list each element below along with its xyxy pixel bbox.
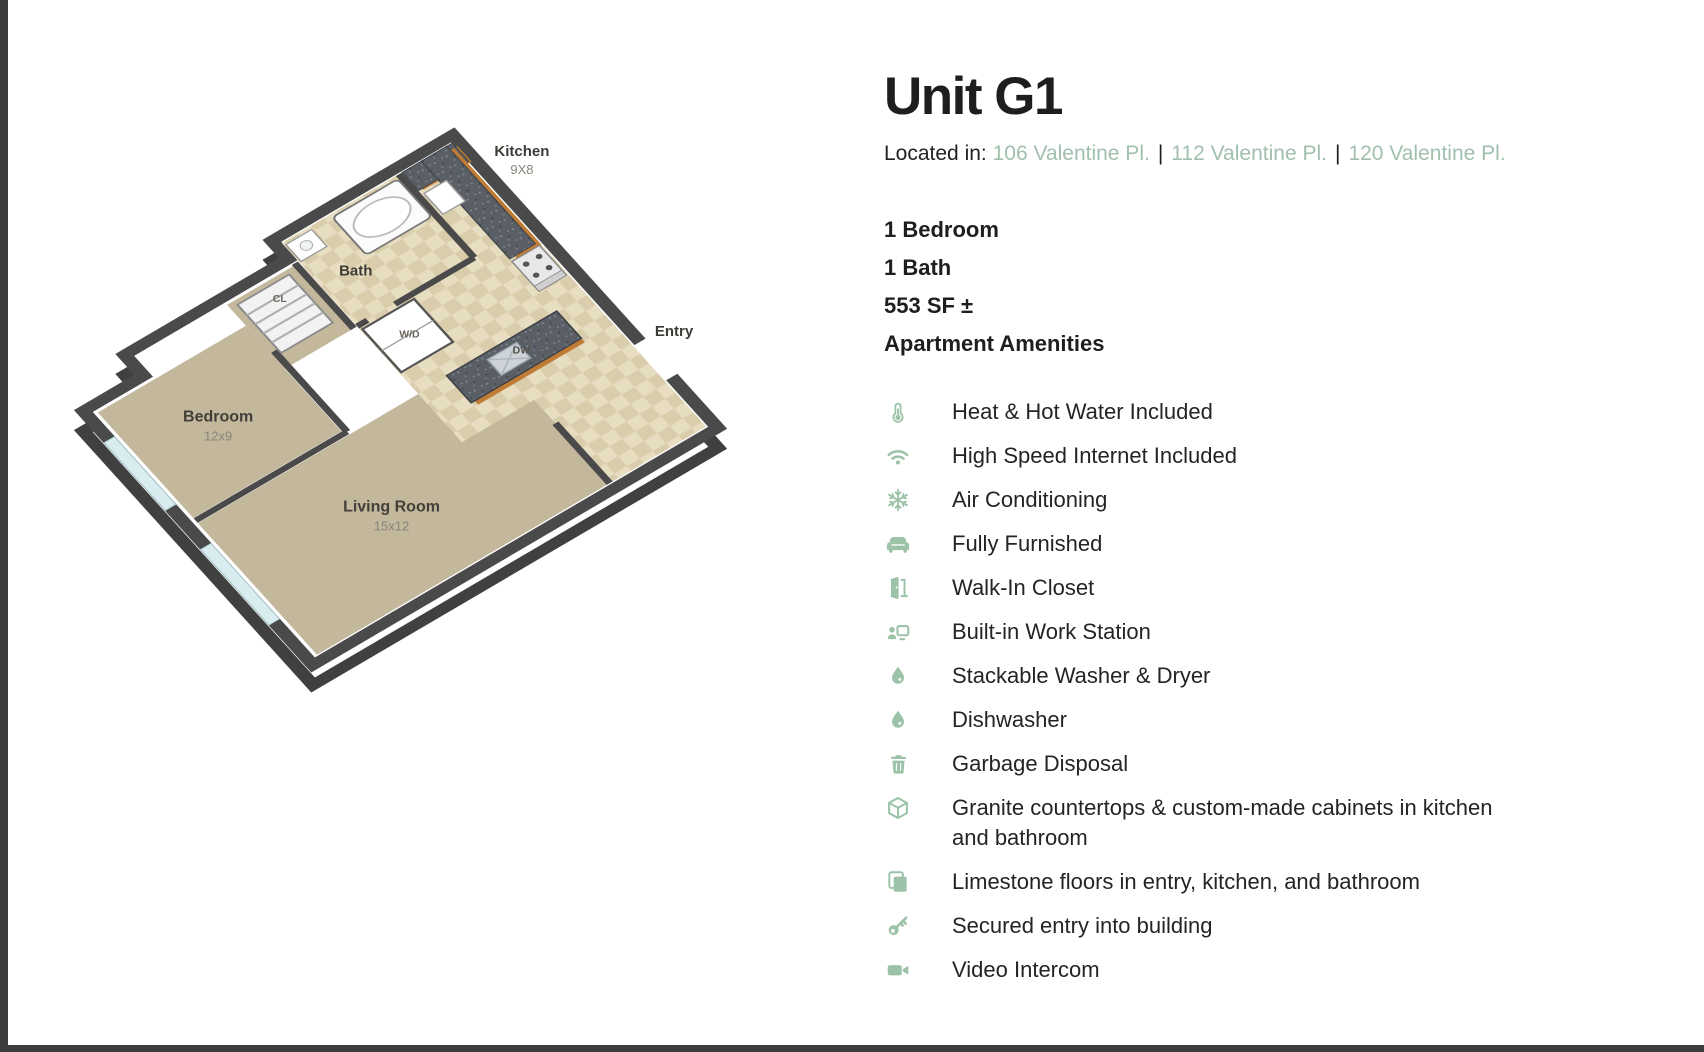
location-link-2[interactable]: 112 Valentine Pl. (1171, 142, 1327, 165)
bath-sink (284, 228, 329, 263)
kitchen-label: Kitchen (494, 143, 549, 160)
kitchen-counters (401, 142, 542, 260)
kitchen-dims: 9X8 (510, 162, 533, 177)
closet-door-icon (884, 573, 912, 603)
detail-square-feet: 553 SF ± (884, 293, 974, 318)
amenity-item: Granite countertops & custom-made cabine… (884, 786, 1564, 860)
detail-baths: 1 Bath (884, 255, 952, 280)
room-label-dishwasher: DW (513, 345, 531, 357)
amenity-label: Dishwasher (952, 707, 1067, 732)
bedroom-dims: 12x9 (204, 429, 232, 444)
wifi-icon (884, 441, 912, 471)
room-label-living: Living Room 15x12 (343, 498, 440, 533)
trash-icon (884, 749, 912, 779)
amenity-label: Garbage Disposal (952, 751, 1129, 776)
droplet-icon (884, 705, 912, 735)
cube-icon (884, 793, 912, 823)
detail-bedrooms: 1 Bedroom (884, 217, 999, 242)
closet-label: CL (273, 293, 288, 305)
interior-walls (193, 172, 613, 523)
droplet-icon (884, 661, 912, 691)
entry-tile-floor (534, 343, 707, 484)
key-icon (884, 911, 912, 941)
amenity-label: Granite countertops & custom-made cabine… (952, 795, 1493, 850)
window-frame-bottom (0, 1045, 1704, 1052)
closet-shelves (236, 273, 335, 355)
layers-icon (884, 867, 912, 897)
entry-door-opening (633, 338, 678, 381)
location-link-3[interactable]: 120 Valentine Pl. (1348, 142, 1506, 165)
amenity-label: Video Intercom (952, 957, 1100, 982)
floorplan-graphic: Bedroom 12x9 Living Room 15x12 Bath Kitc… (73, 127, 728, 693)
thermometer-icon (884, 397, 912, 427)
bedroom-label: Bedroom (183, 409, 253, 426)
location-separator: | (1334, 142, 1341, 165)
amenity-item: Air Conditioning (884, 478, 1564, 522)
living-room-label: Living Room (343, 498, 440, 515)
dishwasher-label: DW (513, 345, 531, 357)
room-label-kitchen: Kitchen 9X8 (494, 143, 549, 177)
bathtub (333, 179, 431, 255)
amenity-item: Heat & Hot Water Included (884, 390, 1564, 434)
window-frame-left (0, 0, 8, 1052)
amenity-item: Stackable Washer & Dryer (884, 654, 1564, 698)
amenity-label: Secured entry into building (952, 913, 1213, 938)
room-label-washer-dryer: W/D (399, 329, 420, 341)
amenity-label: Fully Furnished (952, 531, 1103, 556)
unit-details: 1 Bedroom 1 Bath 553 SF ± Apartment Amen… (884, 211, 1564, 363)
amenity-label: Air Conditioning (952, 487, 1108, 512)
located-in-label: Located in: (884, 142, 987, 165)
couch-icon (884, 529, 912, 559)
room-label-bedroom: Bedroom 12x9 (183, 409, 253, 444)
amenity-item: Limestone floors in entry, kitchen, and … (884, 860, 1564, 904)
amenity-item: Secured entry into building (884, 904, 1564, 948)
amenity-label: Walk-In Closet (952, 575, 1095, 600)
amenities-heading: Apartment Amenities (884, 331, 1105, 356)
amenity-item: Dishwasher (884, 698, 1564, 742)
room-label-closet: CL (273, 293, 288, 305)
stove (510, 244, 568, 293)
room-label-entry: Entry (655, 323, 694, 340)
amenity-label: Stackable Washer & Dryer (952, 663, 1211, 688)
living-room-dims: 15x12 (374, 518, 409, 533)
amenity-item: Built-in Work Station (884, 610, 1564, 654)
amenity-label: Built-in Work Station (952, 619, 1151, 644)
bedroom-window (103, 436, 177, 512)
video-camera-icon (884, 955, 912, 985)
snowflake-icon (884, 485, 912, 515)
location-link-1[interactable]: 106 Valentine Pl. (992, 142, 1150, 165)
floorplan: Bedroom 12x9 Living Room 15x12 Bath Kitc… (0, 0, 790, 720)
amenity-label: High Speed Internet Included (952, 443, 1237, 468)
amenity-item: Garbage Disposal (884, 742, 1564, 786)
unit-info-panel: Unit G1 Located in: 106 Valentine Pl. | 11… (884, 70, 1564, 992)
amenity-item: High Speed Internet Included (884, 434, 1564, 478)
amenity-label: Limestone floors in entry, kitchen, and … (952, 869, 1420, 894)
amenity-item: Fully Furnished (884, 522, 1564, 566)
washer-dryer-unit (360, 297, 455, 374)
room-label-bath: Bath (339, 262, 372, 279)
entry-label: Entry (655, 323, 694, 340)
bedroom-floor (97, 325, 342, 518)
kitchen-island (445, 310, 585, 405)
location-separator: | (1157, 142, 1164, 165)
located-in-line: Located in: 106 Valentine Pl. | 112 Valent… (884, 141, 1564, 167)
amenity-item: Walk-In Closet (884, 566, 1564, 610)
living-room-window (199, 542, 281, 626)
washer-dryer-label: W/D (399, 329, 420, 341)
amenity-item: Video Intercom (884, 948, 1564, 992)
workstation-icon (884, 617, 912, 647)
living-room-floor (197, 351, 610, 655)
bath-label: Bath (339, 262, 372, 279)
page-title: Unit G1 (884, 67, 1063, 126)
amenity-label: Heat & Hot Water Included (952, 399, 1213, 424)
